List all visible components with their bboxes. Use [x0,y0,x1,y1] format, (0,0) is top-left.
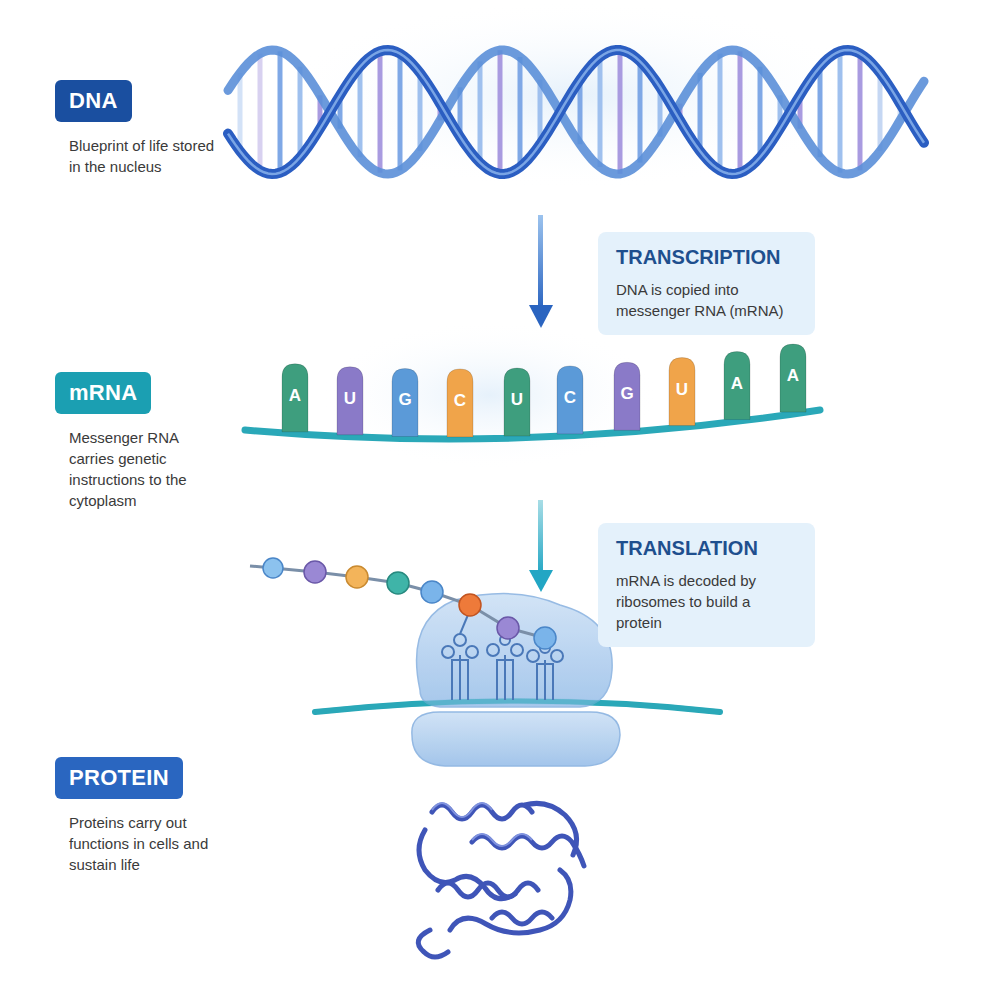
base-letter: A [280,386,310,406]
process-box: TRANSLATION mRNA is decoded by ribosomes … [598,523,815,647]
base-letter: A [722,374,752,394]
dna-helix [228,50,924,174]
stage-heading: DNA [55,80,132,122]
step-title: TRANSCRIPTION [616,246,799,269]
translation-arrow [538,500,543,575]
base-letter: G [390,390,420,410]
heading-row: mRNA [55,372,219,414]
folded-protein [418,803,584,957]
peptide-chain [250,558,556,649]
heading-row: PROTEIN [55,757,239,799]
stage-heading: PROTEIN [55,757,183,799]
stage-description: Blueprint of life stored in the nucleus [69,135,219,177]
base-letter: C [445,391,475,411]
base-letter: U [502,390,532,410]
stage-heading: mRNA [55,372,151,414]
process-box: TRANSCRIPTION DNA is copied into messenge… [598,232,815,335]
stage-label: DNA Blueprint of life stored in the nucle… [55,80,219,177]
stage-label: mRNA Messenger RNA carries genetic instru… [55,372,219,511]
mrna-strand [315,701,720,712]
protein-highlight [432,803,532,846]
base-letter: U [667,380,697,400]
mrna-glow [320,320,660,470]
stage-label: PROTEIN Proteins carry out functions in c… [55,757,239,875]
heading-row: DNA [55,80,219,122]
ribosome-small-subunit [412,712,620,766]
step-description: DNA is copied into messenger RNA (mRNA) [616,279,799,321]
base-letter: C [555,388,585,408]
base-letter: U [335,389,365,409]
step-description: mRNA is decoded by ribosomes to build a … [616,570,799,633]
nucleotides [282,344,806,437]
stage-description: Messenger RNA carries genetic instructio… [69,427,219,511]
ribosome-large-subunit [417,594,613,707]
arrow-head [529,570,553,592]
base-letter: A [778,366,808,386]
transcription-arrow [538,215,543,310]
stage-description: Proteins carry out functions in cells an… [69,812,239,875]
trna-group [442,610,563,700]
base-letter: G [612,384,642,404]
step-title: TRANSLATION [616,537,799,560]
